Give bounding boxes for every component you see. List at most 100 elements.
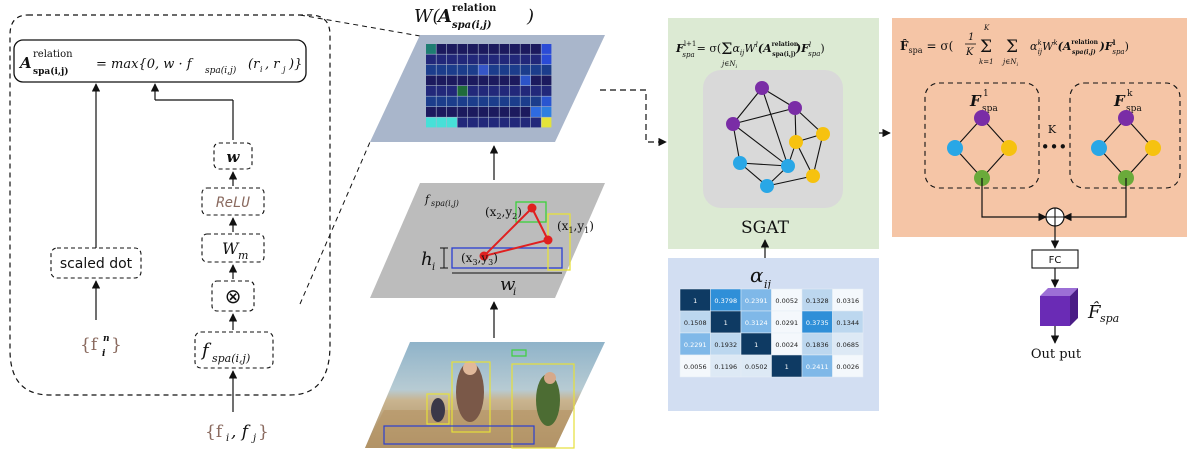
equation-rhs-end: )} [288, 57, 302, 72]
alpha-cell-value: 0.1328 [806, 297, 829, 305]
arrow-headk-to-sum [1063, 178, 1127, 222]
heatmap-cell [426, 75, 436, 86]
middle-panel: W( A relation spa(i,j) ) f spa(i,j) (x2,… [365, 3, 605, 449]
heatmap-cell [436, 54, 447, 65]
heatmap-cell [468, 117, 478, 128]
heatmap-cell [499, 44, 510, 54]
fhat-sub: spa [1100, 312, 1119, 325]
heatmap-cell [478, 96, 489, 107]
heatmap-cell [468, 54, 478, 65]
bbox-2 [515, 201, 547, 223]
label-x1y1: (x1,y1) [557, 219, 594, 235]
equation-lhs-sub: spa(i,j) [33, 66, 69, 77]
alpha-cell [832, 354, 864, 378]
heatmap-cell [499, 65, 510, 75]
alpha-label: α [750, 263, 764, 287]
alpha-cell-value: 0.1932 [714, 341, 737, 349]
fspa-plane-label: f [424, 193, 431, 206]
w-title-sup: relation [452, 3, 497, 14]
h-sub: i [432, 262, 435, 273]
fc-label: FC [1049, 255, 1062, 266]
sgat-edge [812, 133, 824, 177]
output-label: Out put [1031, 347, 1082, 362]
alpha-sub: ij [764, 278, 772, 291]
heatmap-cell [489, 65, 499, 75]
heatmap-cell [436, 96, 447, 107]
head-1-label: F [969, 92, 982, 110]
frac-num: 1 [968, 32, 974, 43]
sgat-edge [732, 87, 763, 125]
sgat-node [760, 179, 774, 193]
label-x3y3: (x3,y3) [461, 251, 498, 267]
equation-rj-sub: j [281, 65, 286, 74]
heatmap-cell [541, 75, 552, 86]
heatmap-cell [426, 117, 436, 128]
heatmap-cell [447, 117, 457, 128]
heatmap-cell [457, 75, 468, 86]
heatmap-cell [520, 44, 531, 54]
sum-k-top: K [983, 24, 990, 32]
heatmap-cell [510, 54, 520, 65]
heatmap-cell [447, 65, 457, 75]
sum-j-bot: j∈Ni [1001, 58, 1018, 68]
label-x2y2: (x2,y2) [485, 205, 522, 221]
alpha-cell-value: 0.0052 [775, 297, 798, 305]
w-measure-sub: i [513, 287, 516, 298]
fspa-sub: spa(i,j) [212, 352, 250, 365]
alpha-cell-value: 0.1344 [836, 319, 859, 327]
head-k-sub: spa [1126, 104, 1142, 114]
heatmap-cell [457, 86, 468, 96]
head-1-sup: 1 [983, 89, 989, 99]
heatmap-cell [478, 54, 489, 65]
heatmap-cell [541, 54, 552, 65]
equation-rhs-tail2: , r [265, 57, 280, 72]
sgat-edge [732, 107, 796, 125]
equation-rhs-tail: (r [248, 57, 260, 72]
heatmap-cell [541, 86, 552, 96]
heatmap-cell [468, 107, 478, 117]
w-title-close: ) [526, 6, 534, 27]
heatmap-cell [447, 86, 457, 96]
equation-lhs-sup: relation [33, 49, 73, 60]
head-node [1145, 140, 1161, 156]
photo-player-right [536, 374, 560, 426]
w-title-sub: spa(i,j) [452, 20, 492, 31]
h-label: h [421, 249, 433, 270]
arrow-head1-to-sum [981, 178, 1047, 222]
heatmap-cell [478, 117, 489, 128]
alpha-cell-value: 1 [724, 319, 728, 327]
heatmap-cell [426, 65, 436, 75]
sgat-node [788, 101, 802, 115]
zoom-line-top [299, 14, 421, 37]
head-k-graph [1091, 110, 1161, 186]
output-cube-front [1040, 296, 1070, 326]
heatmap-cell [520, 96, 531, 107]
heatmap-cell [489, 107, 499, 117]
sum-k-sym: Σ [980, 37, 992, 57]
head-node [1118, 110, 1134, 126]
scaled-dot-label: scaled dot [60, 256, 133, 272]
output-cube-side [1070, 288, 1078, 326]
point-2 [527, 203, 537, 213]
alpha-cell-value: 1 [693, 297, 697, 305]
equation-lhs: A [18, 54, 32, 72]
heatmap-cell [457, 96, 468, 107]
w-measure-label: w [500, 274, 516, 295]
w-box [213, 142, 253, 170]
head-k-label: F [1113, 92, 1126, 110]
fifj-open: {f [205, 422, 224, 442]
left-panel: A relation spa(i,j) = max{0, w · f spa(i… [9, 14, 331, 444]
heatmap-cell [499, 117, 510, 128]
alpha-cell-value: 0.3124 [745, 319, 768, 327]
alpha-cell-value: 0.0024 [775, 341, 798, 349]
body-f-sup: l [1113, 38, 1116, 47]
alpha-cell-value: 0.2411 [806, 363, 829, 371]
heatmap-cell [426, 54, 436, 65]
sgat-label: SGAT [741, 218, 790, 238]
relation-equation-box [13, 39, 307, 83]
sgat-edge [739, 162, 789, 167]
heatmap-cell [436, 44, 447, 54]
